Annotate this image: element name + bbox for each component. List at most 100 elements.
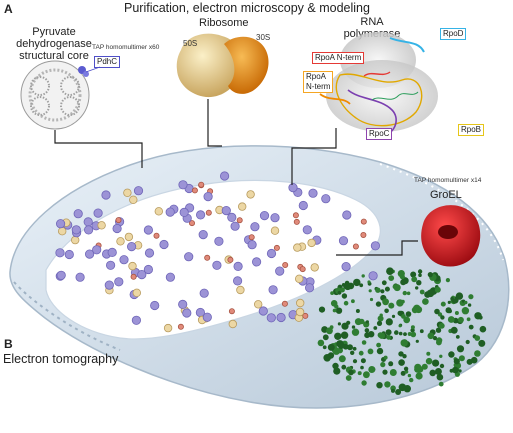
rpoa-nterm-orange-tag: RpoA N-term: [303, 71, 334, 93]
pdh-particle: [268, 285, 278, 295]
ribosome-particle: [116, 237, 125, 246]
cluster-dot: [389, 369, 397, 376]
cluster-dot: [385, 318, 393, 326]
pdh-particle: [342, 210, 352, 220]
pdh-particle: [304, 283, 315, 293]
cluster-dot: [440, 315, 445, 320]
cluster-dot: [357, 371, 362, 376]
groel-particle: [204, 254, 211, 261]
cluster-dot: [468, 324, 474, 330]
groel-particle: [360, 231, 367, 238]
cluster-dot: [411, 276, 418, 283]
pdh-particle: [196, 210, 206, 220]
cluster-dot: [341, 322, 349, 330]
pdh-particle: [131, 315, 141, 325]
pdh-particle: [165, 272, 175, 282]
groel-particle: [153, 232, 160, 239]
pdh-particle: [55, 219, 66, 229]
cluster-dot: [340, 331, 349, 339]
cluster-dot: [360, 358, 366, 364]
cluster-dot: [343, 300, 349, 306]
pdh-particle: [64, 249, 74, 260]
groel-particle: [282, 261, 289, 268]
cluster-dot: [479, 325, 487, 333]
pdh-particle: [137, 269, 147, 280]
cluster-dot: [385, 329, 392, 336]
ribosome-particle: [293, 243, 302, 252]
cluster-dot: [429, 369, 437, 377]
cluster-dot: [373, 326, 378, 330]
cluster-dot: [419, 289, 425, 295]
cluster-dot: [398, 324, 402, 328]
ribosome-structure: 50S 30S: [176, 33, 270, 98]
pdh-particle: [321, 194, 331, 204]
cluster-dot: [436, 373, 444, 381]
cluster-dot: [337, 347, 343, 354]
groel-annotation: TAP homomultimer x14: [414, 177, 482, 184]
cluster-dot: [405, 311, 412, 317]
cluster-dot: [415, 372, 423, 380]
groel-particle: [188, 220, 195, 227]
ribosome-label: Ribosome: [199, 17, 249, 29]
cluster-dot: [337, 342, 345, 349]
cluster-dot: [335, 307, 343, 314]
pdh-particle: [203, 192, 213, 202]
cluster-dot: [398, 383, 407, 392]
ribosome-particle: [132, 288, 141, 297]
cluster-dot: [450, 326, 458, 334]
cluster-dot: [351, 325, 356, 329]
pdh-particle: [214, 236, 224, 246]
pdh-particle: [106, 260, 116, 270]
pdh-particle: [370, 241, 380, 251]
cluster-dot: [478, 339, 486, 347]
cluster-dot: [368, 289, 372, 293]
ribosome-particle: [123, 188, 132, 197]
cluster-dot: [338, 355, 346, 363]
cluster-dot: [345, 375, 352, 381]
groel-particle: [177, 323, 184, 330]
cluster-dot: [337, 290, 342, 295]
cluster-dot: [458, 369, 462, 373]
pdh-particle: [85, 249, 95, 259]
cluster-dot: [403, 316, 411, 324]
cluster-dot: [410, 331, 417, 338]
cluster-dot: [400, 279, 407, 286]
cluster-dot: [380, 289, 385, 294]
pdh-particle: [165, 207, 175, 217]
groel-structure: [421, 205, 481, 267]
cluster-dot: [440, 301, 446, 307]
cluster-dot: [358, 350, 364, 356]
cluster-dot: [382, 369, 388, 375]
cluster-dot: [381, 280, 387, 286]
cluster-dot: [344, 283, 352, 291]
cluster-dot: [323, 354, 332, 362]
groel-particle: [205, 209, 212, 216]
cluster-dot: [317, 339, 325, 347]
pdh-particle: [112, 223, 122, 234]
cluster-dot: [376, 342, 381, 348]
cluster-dot: [418, 273, 422, 278]
pdh-structure: [20, 60, 90, 130]
ribosome-particle: [307, 238, 316, 248]
groel-particle: [248, 234, 255, 241]
cluster-dot: [339, 287, 345, 293]
cluster-dot: [401, 314, 406, 319]
pdh-particle: [308, 188, 318, 198]
groel-particle: [352, 243, 359, 250]
cluster-dot: [360, 365, 364, 370]
pdh-particle: [184, 252, 194, 262]
cluster-dot: [369, 297, 374, 302]
ribosome-particle: [295, 274, 304, 283]
pdh-particle: [133, 186, 144, 196]
groel-particle: [299, 266, 306, 273]
panel-b-title: Electron tomography: [3, 352, 119, 366]
pdh-particle: [143, 264, 153, 275]
groel-particle: [130, 273, 137, 280]
cluster-dot: [386, 267, 394, 276]
pdh-particle: [55, 248, 65, 258]
pdh-particle: [288, 183, 298, 193]
pdh-particle: [341, 261, 351, 272]
pdh-particle: [199, 288, 209, 298]
cluster-dot: [465, 339, 470, 345]
cluster-dot: [445, 278, 450, 283]
